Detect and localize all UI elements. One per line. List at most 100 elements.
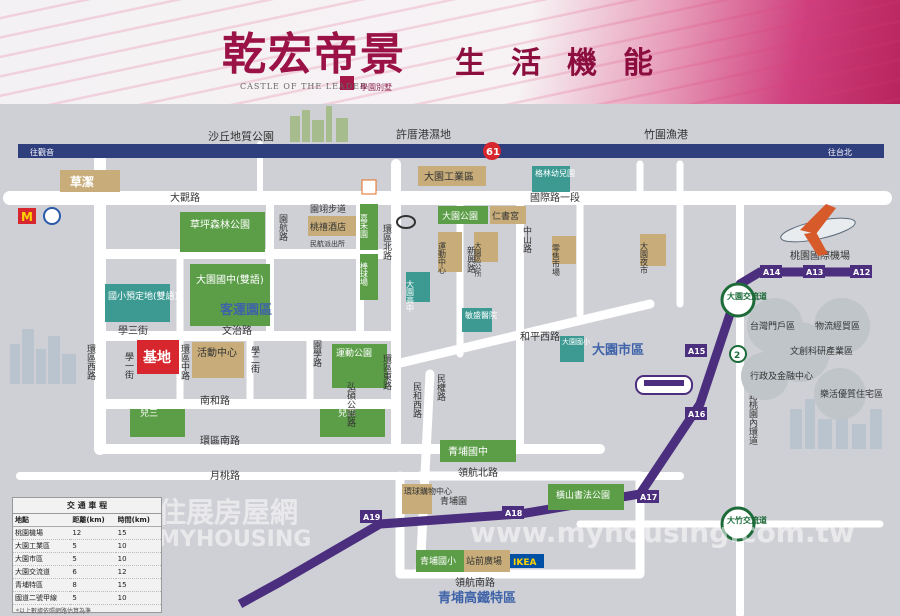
svg-text:環球購物中心: 環球購物中心 (404, 486, 452, 496)
svg-text:中山路: 中山路 (521, 225, 532, 254)
svg-text:2: 2 (734, 351, 740, 361)
svg-text:草坪森林公園: 草坪森林公園 (190, 218, 250, 231)
svg-text:行政及金融中心: 行政及金融中心 (750, 370, 813, 382)
seven-eleven-icon (361, 179, 377, 195)
svg-text:往觀音: 往觀音 (30, 147, 54, 157)
toyota-icon (396, 215, 416, 229)
svg-text:學三街: 學三街 (118, 324, 148, 337)
svg-text:物流經貿區: 物流經貿區 (815, 320, 860, 332)
header-pattern (0, 0, 900, 104)
svg-text:A18: A18 (505, 509, 523, 518)
site-marker (137, 340, 179, 374)
svg-text:大園區公所: 大園區公所 (474, 241, 482, 278)
svg-text:www.myhousing.com.tw: www.myhousing.com.tw (470, 516, 855, 549)
svg-text:青埔高鐵特區: 青埔高鐵特區 (438, 590, 516, 606)
mrt-train-icon (635, 375, 693, 395)
block-qingpu-elem (416, 550, 464, 572)
svg-text:A15: A15 (688, 347, 706, 356)
svg-text:園翊步道: 園翊步道 (310, 203, 346, 215)
brand-logo: 乾宏帝景 (222, 29, 406, 80)
airplane-icon (780, 204, 856, 256)
svg-text:許厝港濕地: 許厝港濕地 (396, 128, 451, 141)
roads (3, 141, 892, 616)
block-calligraphy-park (548, 484, 624, 510)
travel-table-cell: 桃園機場 (13, 526, 71, 540)
svg-text:園航路: 園航路 (277, 214, 288, 242)
header-banner (0, 0, 900, 104)
svg-text:A19: A19 (363, 513, 381, 522)
svg-text:運動中心: 運動中心 (438, 242, 447, 274)
svg-text:仁書宮: 仁書宮 (492, 210, 519, 222)
svg-text:學一街: 學一街 (123, 351, 134, 380)
block-dayuan-high (406, 272, 430, 302)
svg-text:MYHOUSING: MYHOUSING (158, 527, 311, 552)
svg-text:環區中路: 環區中路 (179, 344, 190, 381)
svg-text:月桃路: 月桃路 (210, 469, 240, 482)
page-title: 生活機能 (455, 46, 679, 81)
svg-text:民和西路: 民和西路 (411, 382, 422, 419)
travel-table-header: 距離(km) (70, 514, 116, 527)
svg-text:A13: A13 (806, 268, 823, 277)
travel-table-cell: 10 (115, 552, 161, 566)
svg-text:大園交流道: 大園交流道 (727, 291, 767, 301)
block-renshu (490, 206, 526, 224)
svg-text:往台北: 往台北 (828, 147, 852, 157)
travel-table-cell: 6 (70, 565, 116, 579)
travel-table-title: 交 通 車 程 (13, 498, 161, 514)
svg-text:台灣門戶區: 台灣門戶區 (750, 320, 795, 332)
svg-text:環區西路: 環區西路 (85, 344, 96, 381)
svg-text:大園夜市: 大園夜市 (640, 241, 649, 275)
svg-text:棒球場: 棒球場 (360, 261, 369, 287)
svg-text:學二街: 學二街 (249, 345, 260, 374)
svg-text:大園高中: 大園高中 (406, 279, 415, 313)
svg-text:南和路: 南和路 (200, 394, 230, 407)
svg-text:國小預定地(雙語): 國小預定地(雙語) (108, 290, 178, 302)
svg-text:西濱快速道路: 西濱快速道路 (512, 144, 608, 159)
svg-text:大觀路: 大觀路 (170, 191, 200, 204)
block-school-plan (105, 284, 170, 322)
svg-text:文治路: 文治路 (222, 324, 252, 337)
svg-text:兒四: 兒四 (338, 407, 356, 419)
svg-text:青埔國中: 青埔國中 (448, 445, 488, 458)
block-jiahuo (360, 204, 378, 250)
block-mall (402, 484, 432, 514)
brand-sub: 學園別墅 (360, 83, 392, 92)
travel-table-cell: 國道二號甲線 (13, 591, 71, 605)
block-market (552, 236, 576, 264)
travel-table-cell: 10 (115, 539, 161, 553)
svg-text:環區南路: 環區南路 (200, 434, 240, 447)
svg-text:嘉禾園: 嘉禾園 (360, 213, 369, 239)
travel-table-cell: 12 (115, 565, 161, 579)
svg-text:活動中心: 活動中心 (197, 346, 237, 359)
svg-text:竹圍漁港: 竹圍漁港 (644, 127, 688, 141)
block-park-a (180, 212, 265, 252)
block-junior (190, 264, 270, 326)
travel-table-cell: 5 (70, 539, 116, 553)
brand-en: CASTLE OF THE LEADER (240, 82, 367, 91)
travel-table-cell: 5 (70, 591, 116, 605)
block-sports-center (438, 232, 462, 272)
svg-text:樂活優質住宅區: 樂活優質住宅區 (820, 388, 883, 400)
svg-text:環區東路: 環區東路 (381, 354, 392, 391)
block-hotel (308, 216, 356, 236)
block-night-market (640, 234, 666, 266)
svg-text:格林幼兒園: 格林幼兒園 (535, 168, 575, 178)
travel-table-cell: 15 (115, 578, 161, 592)
brand-seal (340, 76, 354, 90)
ikea-logo (510, 554, 544, 568)
block-kinder (532, 166, 570, 192)
svg-text:青埔國小: 青埔國小 (420, 555, 456, 567)
travel-table-cell: 12 (70, 526, 116, 540)
travel-table-cell: 青埔特區 (13, 578, 71, 592)
svg-text:草潔: 草潔 (70, 174, 94, 189)
svg-text:園學路: 園學路 (311, 340, 322, 368)
block-qingpu-junior (440, 440, 516, 462)
svg-text:站前廣場: 站前廣場 (466, 555, 502, 567)
block-dayuan-elem (560, 336, 584, 362)
svg-text:大園國小: 大園國小 (562, 337, 590, 346)
